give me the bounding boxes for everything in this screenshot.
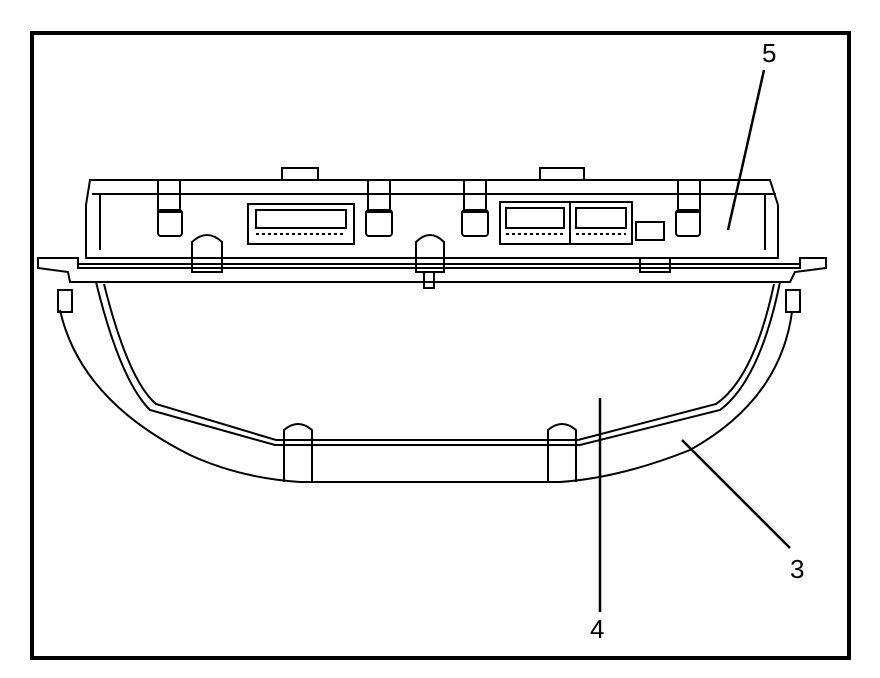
boss-1 bbox=[191, 234, 223, 258]
clip-right bbox=[785, 289, 801, 313]
post-2 bbox=[365, 209, 393, 237]
boss-1-base bbox=[191, 257, 223, 273]
post-4 bbox=[675, 209, 701, 237]
connector-middle-inner bbox=[505, 207, 565, 229]
mounting-flange bbox=[37, 257, 827, 283]
boss-2 bbox=[415, 234, 445, 258]
lower-post-left bbox=[283, 423, 313, 482]
lens-face bbox=[103, 283, 775, 441]
connector-left bbox=[247, 203, 355, 245]
post-1 bbox=[157, 209, 183, 237]
cluster-assembly bbox=[37, 167, 827, 483]
leader-lines bbox=[598, 69, 791, 612]
rib-2 bbox=[367, 179, 391, 213]
connector-left-inner bbox=[255, 209, 347, 229]
connector-small bbox=[635, 221, 665, 241]
rear-housing bbox=[85, 179, 779, 259]
connector-right-inner bbox=[575, 207, 627, 229]
lens-bezel-outer bbox=[59, 309, 793, 483]
leader-5 bbox=[726, 69, 766, 231]
top-tab-right bbox=[539, 167, 585, 181]
top-tab-left bbox=[281, 167, 319, 181]
rib-4 bbox=[677, 179, 701, 213]
callout-4: 4 bbox=[590, 614, 604, 644]
lens-bezel-inner bbox=[95, 281, 781, 446]
clip-left bbox=[57, 289, 73, 313]
rib-1 bbox=[157, 179, 181, 213]
connector-right bbox=[569, 201, 633, 245]
center-pin bbox=[423, 271, 435, 289]
callout-5: 5 bbox=[762, 38, 776, 68]
post-3 bbox=[461, 209, 489, 237]
leader-3 bbox=[681, 439, 791, 549]
frame-border bbox=[30, 31, 851, 660]
boss-3-base bbox=[639, 257, 671, 273]
rib-3 bbox=[463, 179, 487, 213]
lower-post-right bbox=[547, 423, 577, 482]
callout-3: 3 bbox=[790, 554, 804, 584]
